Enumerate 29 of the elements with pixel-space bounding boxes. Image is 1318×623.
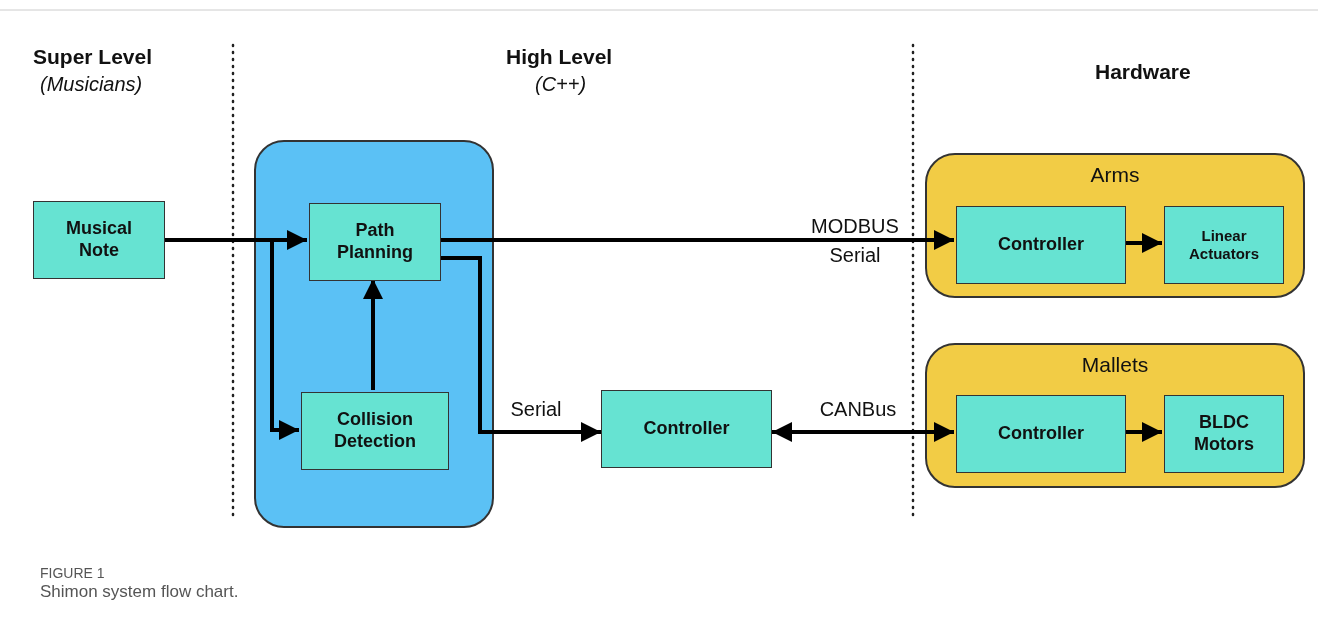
edge-label: Serial xyxy=(509,397,563,422)
group-title: Arms xyxy=(1089,163,1141,187)
process-box: Controller xyxy=(601,390,772,468)
figure-caption: Shimon system flow chart. xyxy=(40,582,239,602)
group-panel xyxy=(925,153,1305,298)
edge-label: CANBus xyxy=(818,397,898,422)
process-box: Musical Note xyxy=(33,201,165,279)
process-box: Collision Detection xyxy=(301,392,449,470)
column-heading: Hardware xyxy=(1095,60,1191,84)
arrow xyxy=(439,256,601,442)
process-box: Controller xyxy=(956,395,1126,473)
column-heading: Super Level xyxy=(33,45,153,69)
edge-label: MODBUS Serial xyxy=(810,214,900,268)
arrow xyxy=(772,422,954,442)
process-box: Controller xyxy=(956,206,1126,284)
arrow xyxy=(363,279,383,390)
figure-number: FIGURE 1 xyxy=(40,565,105,581)
column-heading: (C++) xyxy=(535,73,587,96)
column-heading: High Level xyxy=(506,45,613,69)
group-panel xyxy=(254,140,494,528)
arrow xyxy=(1124,233,1162,253)
process-box: BLDC Motors xyxy=(1164,395,1284,473)
process-box: Linear Actuators xyxy=(1164,206,1284,284)
arrow xyxy=(439,230,954,250)
group-panel xyxy=(925,343,1305,488)
column-heading: (Musicians) xyxy=(40,73,143,96)
group-title: Mallets xyxy=(1080,353,1150,377)
process-box: Path Planning xyxy=(309,203,441,281)
arrow xyxy=(1124,422,1162,442)
